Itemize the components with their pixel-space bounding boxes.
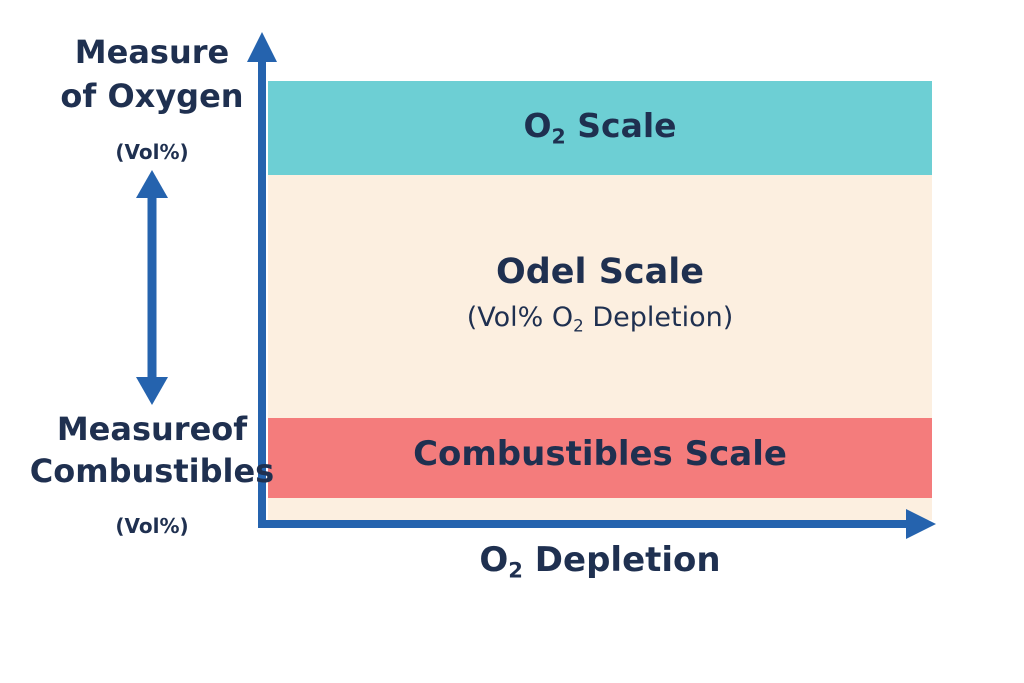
oxygen-measure-line1: Measure [74,33,230,71]
oxygen-measure-label: Measure of Oxygen [20,30,284,118]
double-headed-arrow-icon [136,170,168,405]
arrow-right-icon [258,509,936,539]
odel-scale-title: Odel Scale [495,252,705,292]
combustibles-scale-label: Combustibles Scale [413,434,787,474]
o2-scale-band [268,81,932,175]
arrow-up-icon [247,32,277,528]
combustibles-scale-band [268,418,932,498]
x-axis-label: O2 Depletion [479,540,721,583]
oxygen-unit-label: (Vol%) [115,140,189,164]
combustibles-measure-line1: Measureof [56,410,248,448]
combustibles-measure-line2: Combustibles [29,452,275,490]
o2-scale-label: O2 Scale [523,106,677,149]
oxygen-measure-line2: of Oxygen [60,77,244,115]
combustibles-unit-label: (Vol%) [115,514,189,538]
combustibles-measure-label: Measureof Combustibles [20,408,284,492]
odel-scale-subtitle: (Vol% O2 Depletion) [466,302,734,336]
